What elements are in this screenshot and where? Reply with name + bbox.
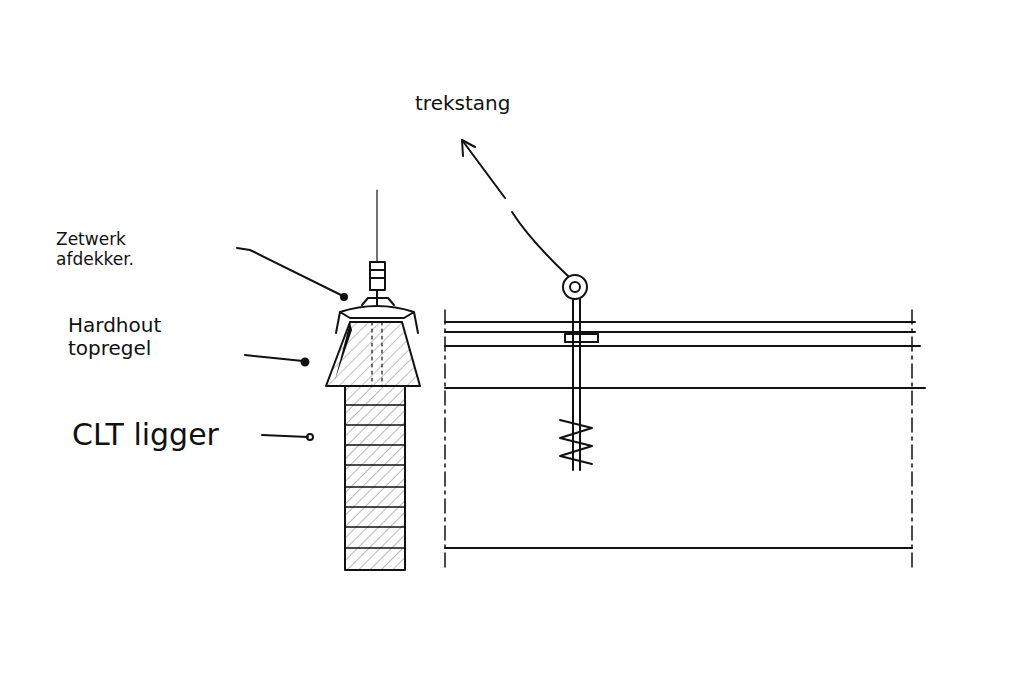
rod-label: trekstang [415,92,555,115]
beam-label: CLT ligger [72,418,262,453]
tension-rod [560,275,598,470]
leader-line [237,248,343,296]
rod-line [376,190,377,262]
top-rail [326,322,420,386]
clamp-block [370,262,385,290]
leader-line [245,355,303,361]
rail-label: Hardhout topregel [68,314,198,360]
flashing-label: Zetwerk afdekker. [56,230,166,269]
elevation [445,310,925,570]
leader-arrow [462,140,568,276]
leader-line [262,435,308,437]
clt-beam [345,386,405,570]
